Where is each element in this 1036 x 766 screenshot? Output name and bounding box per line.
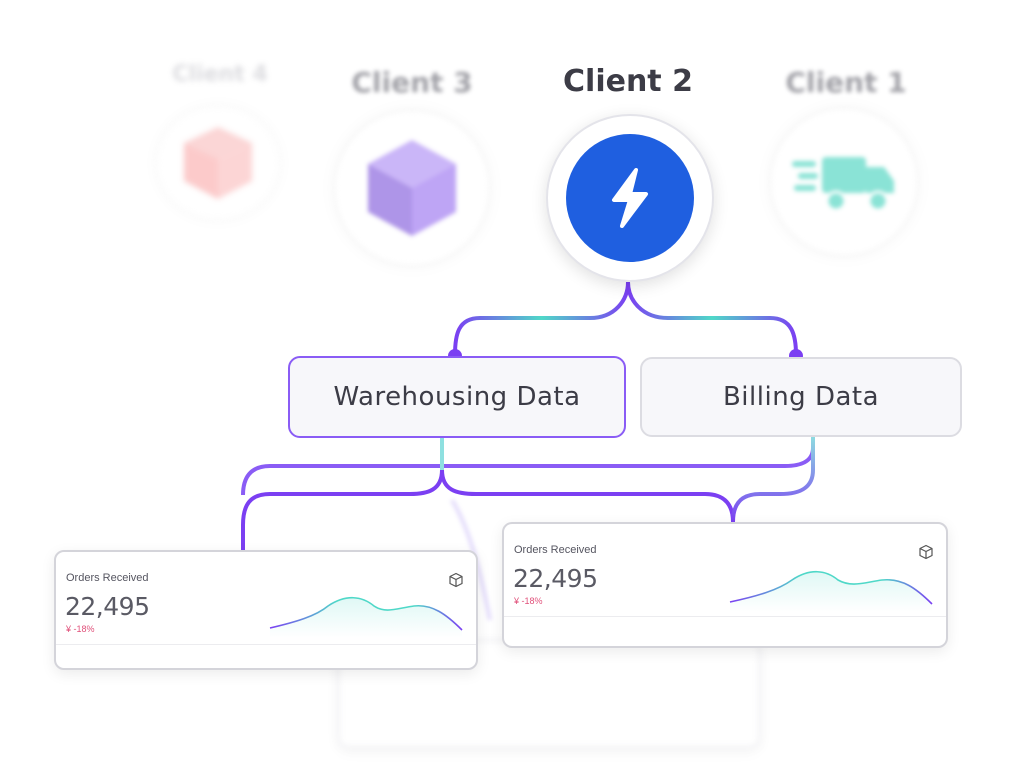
card-title: Orders Received [514,544,597,556]
truck-icon [792,157,894,212]
client-2-label: Client 2 [563,64,693,99]
billing-data-box[interactable]: Billing Data [640,357,962,437]
client-1-avatar[interactable] [772,110,916,254]
client-1-label: Client 1 [785,66,907,99]
client-3-label: Client 3 [351,66,473,99]
card-divider [56,644,476,645]
orders-card[interactable]: Orders Received 22,495 ¥ -18% [502,522,948,648]
cube-icon[interactable] [448,572,464,588]
client-2-avatar[interactable] [546,114,714,282]
billing-data-label: Billing Data [722,382,880,412]
client-3-avatar[interactable] [336,112,488,264]
card-delta: ¥ -18% [66,624,95,634]
sparkline [269,596,463,638]
card-value: 22,495 [65,592,150,621]
warehousing-data-box[interactable]: Warehousing Data [288,356,626,438]
client-4-avatar[interactable] [158,108,278,218]
sparkline [729,570,933,612]
box-icon [368,140,456,236]
card-title: Orders Received [66,572,149,584]
card-divider [504,616,946,617]
card-delta: ¥ -18% [514,596,543,606]
box-icon [184,127,252,199]
card-value: 22,495 [513,564,598,593]
client-4-label: Client 4 [172,62,268,87]
orders-card[interactable]: Orders Received 22,495 ¥ -18% [54,550,478,670]
warehousing-data-label: Warehousing Data [333,382,581,412]
bolt-icon [612,168,648,228]
cube-icon[interactable] [918,544,934,560]
